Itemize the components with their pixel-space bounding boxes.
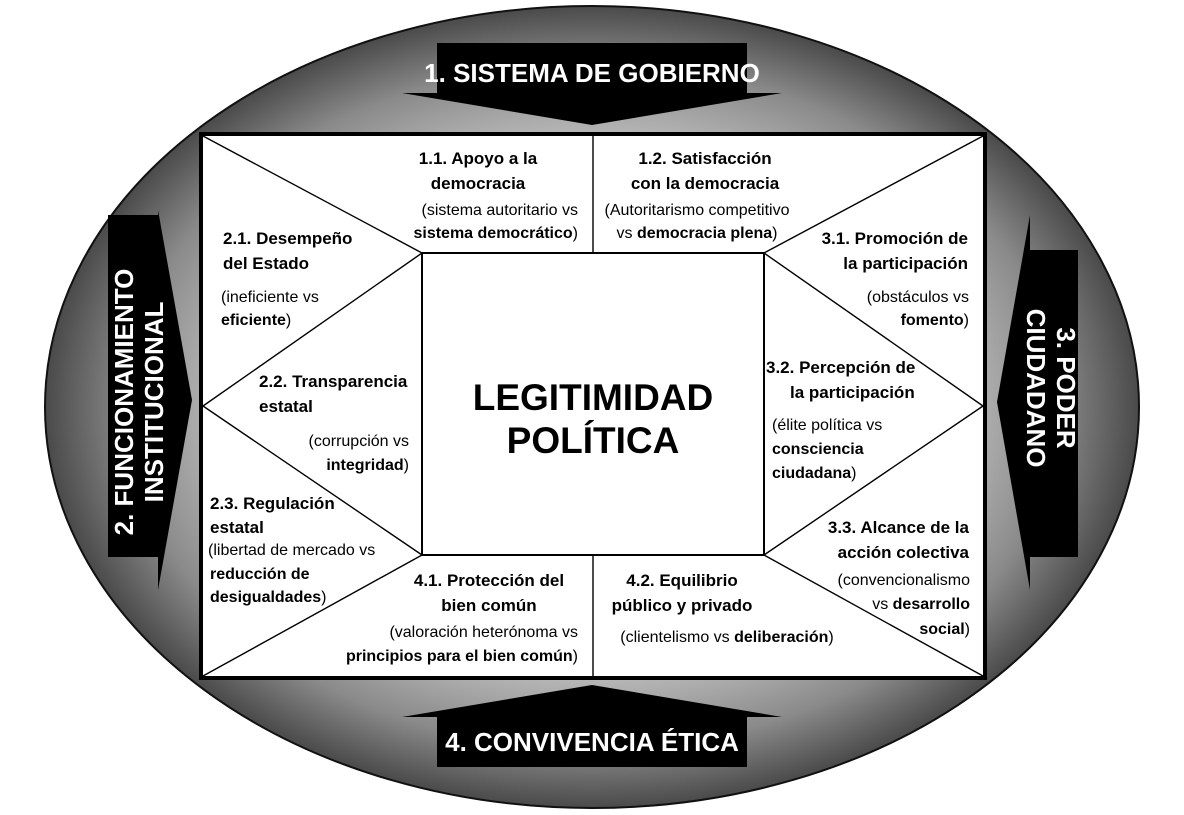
cell-3-3-desc-3: social) [919, 621, 970, 638]
cell-2-3: 2.3. Regulación estatal (libertad de mer… [208, 494, 375, 606]
cell-2-2-desc-1: (corrupción vs [309, 433, 409, 450]
cell-1-2-desc-2: vs democracia plena) [617, 225, 778, 242]
cell-3-2: 3.2. Percepción de la participación (éli… [766, 358, 915, 482]
cell-3-1: 3.1. Promoción de la participación (obst… [822, 229, 969, 329]
cell-3-3-title-1: 3.3. Alcance de la [828, 518, 970, 537]
center-title-line2: POLÍTICA [507, 420, 680, 461]
cell-2-1: 2.1. Desempeño del Estado (ineficiente v… [221, 229, 352, 329]
cell-4-2: 4.2. Equilibrio público y privado (clien… [612, 571, 834, 646]
cell-1-2: 1.2. Satisfacción con la democracia (Aut… [605, 149, 790, 242]
cell-3-3-desc-2: vs desarrollo [872, 596, 970, 613]
center-box [421, 252, 765, 556]
arrow-top-label: 1. SISTEMA DE GOBIERNO [424, 58, 760, 88]
cell-2-3-desc-1: (libertad de mercado vs [208, 542, 375, 559]
arrow-bottom-label: 4. CONVIVENCIA ÉTICA [445, 727, 739, 757]
cell-4-1-desc-1: (valoración heterónoma vs [389, 624, 578, 641]
cell-1-2-title-2: con la democracia [631, 174, 780, 193]
cell-3-1-desc-2: fomento) [901, 312, 969, 329]
cell-4-1-title-2: bien común [441, 596, 536, 615]
cell-1-1-title-2: democracia [431, 174, 526, 193]
cell-2-1-title-2: del Estado [223, 254, 309, 273]
cell-3-1-title-1: 3.1. Promoción de [822, 229, 968, 248]
divider-lines [202, 135, 984, 677]
cell-3-2-title-1: 3.2. Percepción de [766, 358, 915, 377]
cell-3-1-desc-1: (obstáculos vs [867, 289, 969, 306]
cell-2-2-title-1: 2.2. Transparencia [259, 372, 408, 391]
arrow-left-label-line1: 2. FUNCIONAMIENTO [109, 269, 139, 536]
arrow-left [108, 210, 192, 590]
cell-2-2-title-2: estatal [259, 397, 313, 416]
cell-1-1-desc-1: (sistema autoritario vs [422, 202, 579, 219]
cell-2-3-title-2: estatal [210, 518, 264, 537]
cell-4-1-title-1: 4.1. Protección del [414, 571, 564, 590]
cell-2-3-desc-3: desigualdades) [210, 589, 326, 606]
cell-1-2-desc-1: (Autoritarismo competitivo [605, 202, 790, 219]
arrow-right-label-line2: CIUDADANO [1021, 309, 1051, 468]
cell-4-1: 4.1. Protección del bien común (valoraci… [346, 571, 578, 665]
cell-1-1: 1.1. Apoyo a la democracia (sistema auto… [413, 149, 578, 242]
cell-2-3-title-1: 2.3. Regulación [210, 494, 335, 513]
arrow-right [997, 215, 1078, 590]
cell-1-1-title-1: 1.1. Apoyo a la [419, 149, 538, 168]
cell-4-2-desc-1: (clientelismo vs deliberación) [620, 629, 833, 646]
cell-1-2-title-1: 1.2. Satisfacción [638, 149, 771, 168]
arrow-bottom [402, 685, 782, 767]
cell-3-1-title-2: la participación [843, 254, 968, 273]
cell-2-2: 2.2. Transparencia estatal (corrupción v… [259, 372, 409, 474]
cell-2-1-desc-2: eficiente) [221, 312, 291, 329]
cell-3-3-title-2: acción colectiva [838, 543, 970, 562]
cell-3-2-desc-3: ciudadana) [772, 465, 856, 482]
arrow-right-label-line1: 3. PODER [1051, 327, 1081, 449]
cell-2-1-desc-1: (ineficiente vs [221, 289, 319, 306]
cell-4-1-desc-2: principios para el bien común) [346, 648, 578, 665]
cell-2-3-desc-2: reducción de [210, 566, 310, 583]
cell-2-2-desc-2: integridad) [326, 457, 409, 474]
cell-3-3-desc-1: (convencionalismo [837, 572, 970, 589]
cell-2-1-title-1: 2.1. Desempeño [223, 229, 352, 248]
center-title-line1: LEGITIMIDAD [473, 377, 713, 418]
cell-4-2-title-1: 4.2. Equilibrio [626, 571, 737, 590]
arrow-right-label: 3. PODER CIUDADANO [1021, 309, 1081, 468]
cell-3-2-title-2: la participación [790, 383, 915, 402]
arrow-left-label: 2. FUNCIONAMIENTO INSTITUCIONAL [109, 269, 169, 536]
cell-3-2-desc-2: consciencia [772, 441, 864, 458]
cell-3-2-desc-1: (élite política vs [772, 417, 882, 434]
cell-3-3: 3.3. Alcance de la acción colectiva (con… [828, 518, 970, 638]
arrow-left-label-line2: INSTITUCIONAL [139, 302, 169, 503]
cell-1-1-desc-2: sistema democrático) [413, 225, 578, 242]
arrow-top [402, 43, 782, 125]
cell-4-2-title-2: público y privado [612, 596, 753, 615]
